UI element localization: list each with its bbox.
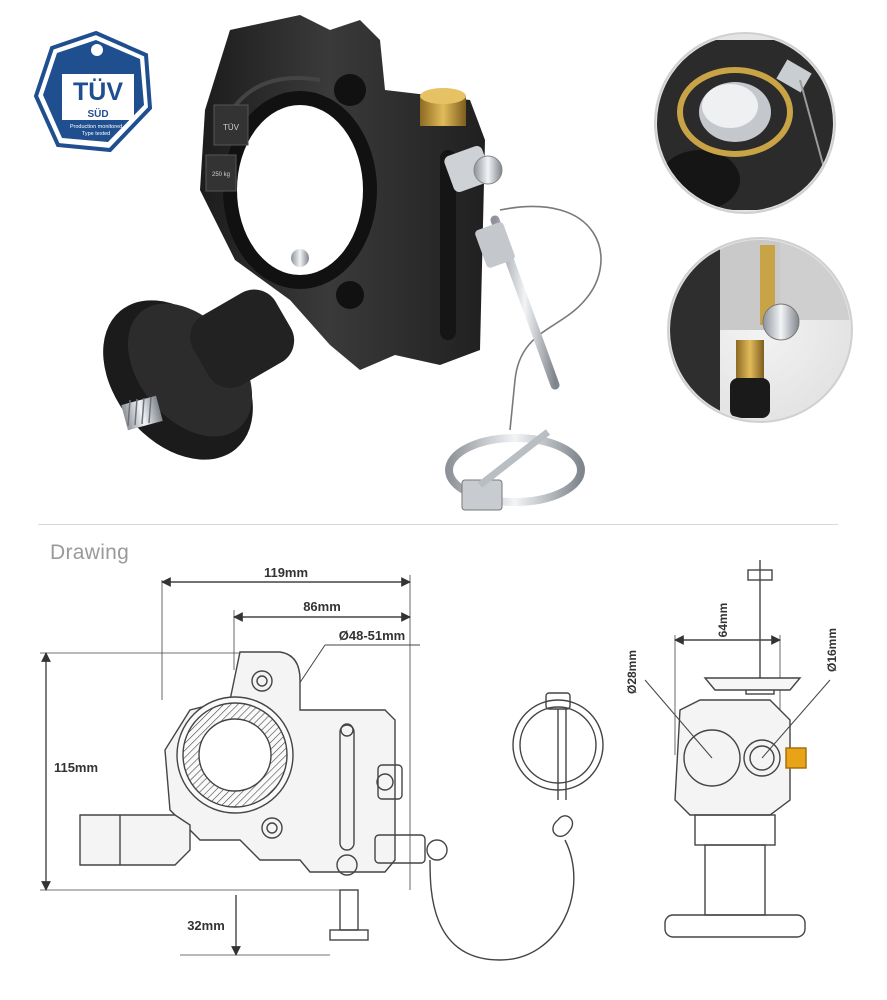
dim-side-tube: Ø28mm — [625, 650, 639, 694]
dim-spigot: 32mm — [187, 918, 225, 933]
dim-width-total: 119mm — [264, 565, 308, 580]
badge-subbrand: SÜD — [87, 107, 108, 120]
technical-drawing: 119mm 86mm Ø48-51mm 115mm 32mm 64mm Ø28m… — [40, 560, 839, 961]
clamp-marking-model: TÜV — [223, 123, 240, 132]
side-view — [644, 560, 831, 938]
front-view — [40, 575, 448, 956]
spring-pin-detail — [667, 237, 853, 423]
badge-brand: TÜV — [73, 77, 123, 106]
tuv-sud-badge-icon: TÜV SÜD Production monitored Type tested — [33, 30, 153, 153]
dim-tube-diameter: Ø48-51mm — [339, 628, 405, 643]
dim-height: 115mm — [54, 760, 98, 775]
dim-side-hole: Ø16mm — [825, 628, 839, 672]
section-divider — [38, 524, 838, 525]
lanyard-drawing — [429, 692, 604, 961]
drawing-heading: Drawing — [50, 541, 130, 564]
badge-line1: Production monitored — [70, 124, 122, 130]
clamp-marking-load: 250 kg — [212, 172, 230, 178]
dim-width-inner: 86mm — [303, 599, 341, 614]
product-photos: TÜV SÜD Production monitored Type tested — [33, 15, 853, 511]
dim-side-width: 64mm — [716, 603, 730, 638]
safety-pin-detail — [654, 32, 836, 214]
clamp-photo: TÜV 250 kg — [103, 15, 602, 511]
badge-line2: Type tested — [82, 131, 110, 137]
